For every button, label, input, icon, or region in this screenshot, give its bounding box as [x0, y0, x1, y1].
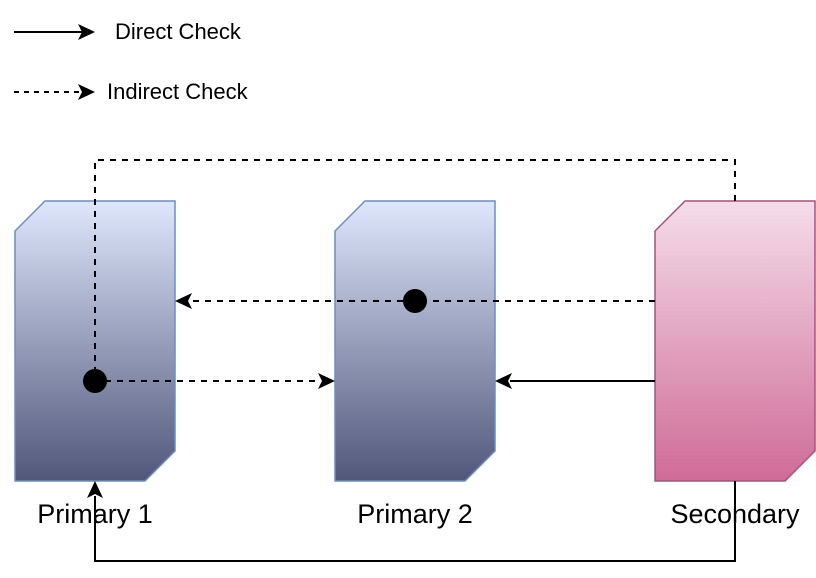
- primary-2-label: Primary 2: [357, 499, 473, 529]
- secondary-node: [654, 200, 816, 482]
- edge-indirect-secondary-to-primary-1: [175, 289, 655, 313]
- legend-indirect-arrow-icon: [14, 84, 95, 100]
- legend: Direct Check Indirect Check: [14, 19, 249, 104]
- primary-1-label: Primary 1: [37, 499, 153, 529]
- secondary-label: Secondary: [670, 499, 800, 529]
- legend-direct-label: Direct Check: [115, 19, 242, 44]
- primary-2-node: [334, 200, 496, 482]
- relay-dot-primary-2: [403, 289, 427, 313]
- edge-indirect-secondary-to-primary-2: [83, 159, 736, 393]
- edge-direct-secondary-to-primary-2: [495, 373, 655, 389]
- edge-direct-secondary-to-primary-1: [87, 481, 736, 562]
- relay-dot-primary-1: [83, 369, 107, 393]
- legend-direct-arrow-icon: [14, 24, 95, 40]
- legend-indirect-label: Indirect Check: [107, 79, 249, 104]
- primary-1-node: [14, 200, 176, 482]
